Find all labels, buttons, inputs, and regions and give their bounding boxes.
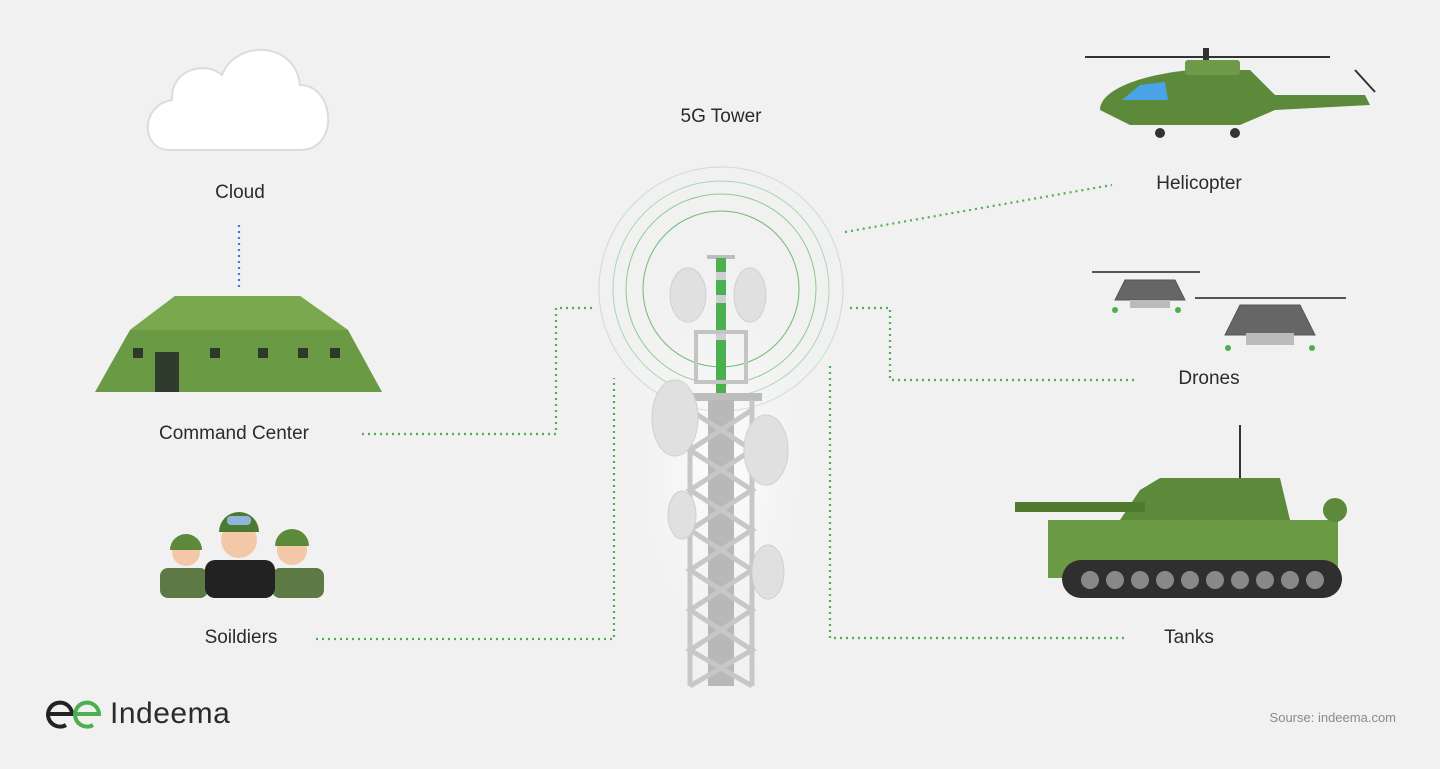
- source-note: Sourse: indeema.com: [1269, 710, 1396, 725]
- connection-lines: [316, 183, 1138, 641]
- tank-icon: [1015, 425, 1347, 598]
- cloud-icon: [146, 49, 330, 151]
- soldiers-label: Soildiers: [204, 627, 278, 648]
- command-center-label: Command Center: [159, 423, 309, 444]
- indeema-logo: Indeema: [44, 697, 230, 731]
- link-soldiers: [316, 378, 616, 641]
- tower-label: 5G Tower: [680, 106, 762, 127]
- indeema-logo-mark-icon: [46, 700, 102, 729]
- tanks-label: Tanks: [1164, 627, 1214, 648]
- link-drones: [850, 306, 1138, 382]
- command-center-tent-icon: [95, 296, 382, 392]
- link-helicopter: [844, 183, 1113, 234]
- brand-name: Indeema: [110, 697, 231, 730]
- helicopter-label: Helicopter: [1156, 173, 1242, 194]
- helicopter-icon: [1085, 48, 1376, 138]
- link-command-center: [362, 306, 596, 436]
- cloud-label: Cloud: [215, 182, 265, 203]
- drones-label: Drones: [1178, 368, 1240, 389]
- tower-icon: [651, 255, 789, 689]
- soldiers-icon: [160, 512, 324, 598]
- drones-icon: [1092, 271, 1346, 351]
- link-tanks: [828, 366, 1124, 640]
